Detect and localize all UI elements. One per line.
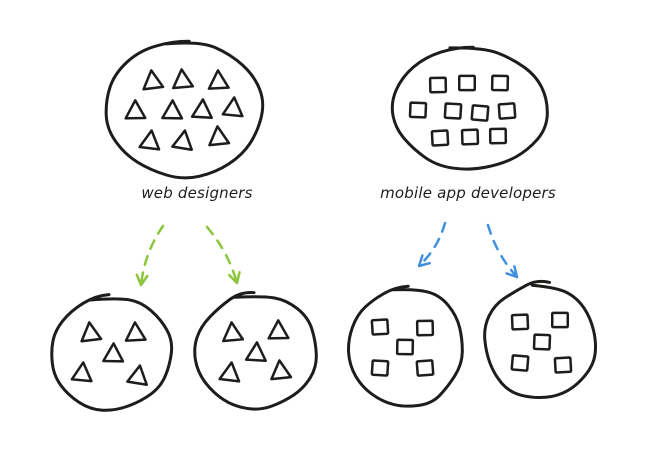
web-designers-subgroup-1 — [50, 293, 174, 412]
group-mobile-app-developers — [347, 45, 597, 408]
arrowhead-icon — [505, 265, 519, 279]
group-web-designers — [50, 39, 318, 412]
triangle-icon — [142, 69, 165, 91]
mobile-app-developers-subgroup-2 — [483, 279, 597, 400]
square-icon — [497, 102, 517, 120]
square-icon — [532, 333, 552, 351]
mobile-app-developers-circle — [390, 45, 549, 171]
triangle-icon — [218, 361, 241, 383]
triangle-icon — [208, 125, 231, 147]
square-icon — [428, 76, 448, 94]
triangle-icon — [80, 321, 103, 343]
square-icon — [458, 74, 476, 92]
triangle-icon — [207, 69, 230, 90]
group-label-mobile-app-developers: mobile app developers — [380, 184, 556, 202]
triangle-icon — [190, 98, 213, 119]
square-icon — [408, 101, 428, 119]
square-icon — [430, 129, 450, 147]
split-arrow — [205, 225, 239, 285]
split-arrow — [417, 221, 447, 268]
square-icon — [370, 359, 390, 377]
square-icon — [470, 104, 490, 122]
square-icon — [510, 313, 530, 331]
triangle-icon — [126, 364, 148, 386]
square-icon — [553, 356, 573, 374]
triangle-icon — [102, 342, 125, 363]
arrowhead-icon — [135, 273, 149, 287]
web-designers-subgroup-2 — [193, 290, 318, 411]
square-icon — [488, 127, 508, 145]
mobile-app-developers-subgroup-circle-2 — [483, 279, 597, 400]
arrowhead-icon — [417, 254, 431, 268]
triangle-icon — [172, 68, 195, 90]
web-designers-subgroup-circle-2 — [193, 290, 318, 411]
square-icon — [415, 359, 435, 377]
square-icon — [370, 318, 390, 336]
square-icon — [415, 319, 435, 337]
arrowhead-icon — [228, 271, 241, 285]
triangle-icon — [270, 359, 293, 381]
triangle-icon — [124, 99, 147, 120]
square-icon — [490, 74, 510, 92]
square-icon — [510, 354, 530, 372]
mobile-app-developers-subgroup-circle-1 — [347, 284, 464, 408]
web-designers-circle — [104, 39, 265, 180]
split-arrow — [486, 223, 519, 279]
split-arrow — [139, 224, 165, 287]
triangle-icon — [138, 129, 161, 151]
square-icon — [551, 311, 569, 329]
web-designers-subgroup-circle-1 — [50, 293, 174, 412]
square-icon — [395, 338, 415, 356]
group-label-web-designers: web designers — [141, 184, 253, 202]
triangle-icon — [124, 321, 147, 342]
mobile-app-developers-subgroup-1 — [347, 284, 464, 408]
triangle-icon — [222, 321, 245, 343]
triangle-icon — [267, 319, 290, 340]
square-icon — [460, 128, 480, 146]
triangle-icon — [161, 99, 184, 120]
triangle-icon — [70, 361, 93, 383]
triangle-icon — [171, 129, 193, 151]
triangle-icon — [221, 96, 244, 118]
square-icon — [443, 102, 463, 120]
triangle-icon — [244, 341, 267, 362]
